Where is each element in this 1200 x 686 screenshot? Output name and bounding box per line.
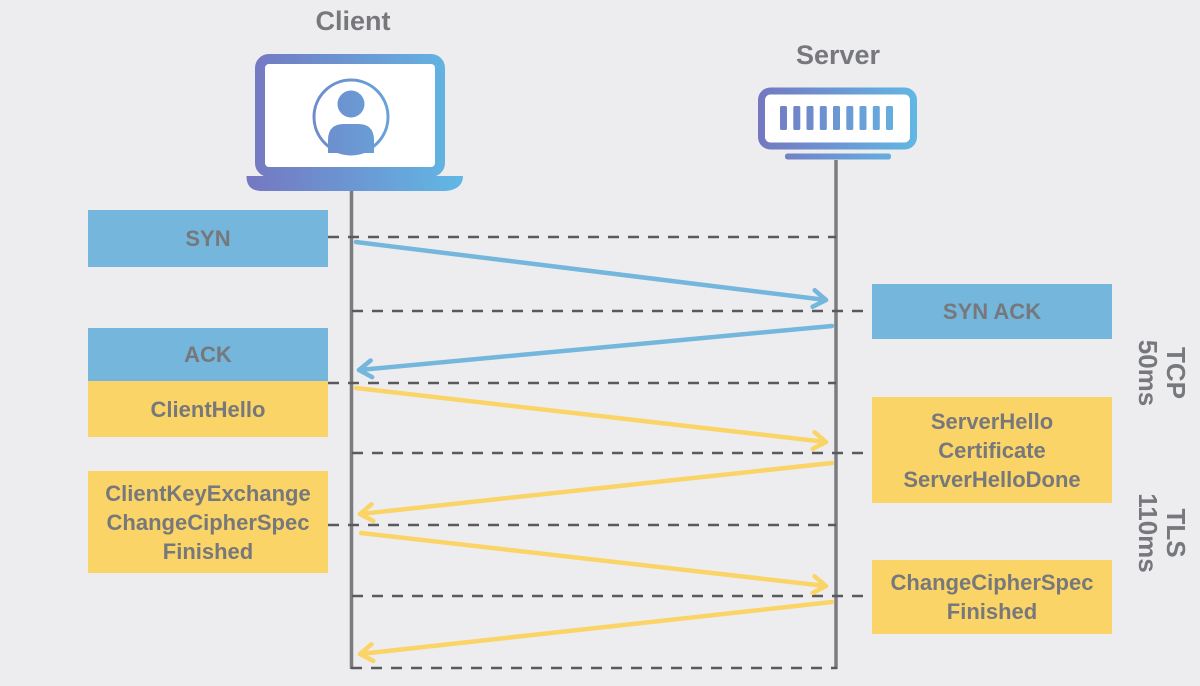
message-label: ACK (184, 342, 232, 367)
arrowhead-icon (810, 574, 829, 596)
message-box-syn-ack: SYN ACK (872, 284, 1112, 339)
message-label: ChangeCipherSpec (106, 509, 310, 535)
user-avatar-ring (312, 78, 390, 156)
lifelines (349, 160, 838, 669)
message-label: Finished (162, 538, 254, 564)
message-label: ClientHello (150, 396, 266, 422)
user-avatar-head (337, 90, 365, 118)
arrowhead-icon (357, 502, 376, 524)
message-label: ClientKeyExchange (105, 480, 311, 506)
message-box-change-cipher-spec: ChangeCipherSpec Finished (872, 560, 1112, 634)
server-base-bar (785, 153, 891, 160)
client-hello-arrow (353, 385, 829, 452)
message-label: Certificate (938, 437, 1046, 463)
syn-arrow (353, 239, 829, 310)
message-box-syn: SYN (88, 210, 328, 267)
message-label: ChangeCipherSpec (890, 570, 1094, 595)
client-laptop-icon (246, 54, 463, 191)
message-box-client-hello: ClientHello (88, 381, 328, 437)
arrowhead-icon (356, 358, 375, 380)
arrowhead-icon (810, 430, 829, 452)
arrowhead-icon (810, 287, 829, 310)
server-slots (780, 106, 893, 130)
message-box-server-hello: ServerHello Certificate ServerHelloDone (872, 397, 1112, 503)
message-box-ack: ACK (88, 328, 328, 381)
server-hello-arrow (357, 460, 835, 524)
user-avatar-body (328, 124, 374, 153)
phase-duration: 50ms (1133, 339, 1163, 407)
server-label: Server (795, 40, 881, 70)
client-key-exchange-arrow (358, 530, 829, 596)
message-arrows (353, 239, 835, 664)
phase-name: TLS (1161, 508, 1191, 558)
arrowhead-icon (357, 642, 376, 664)
client-label: Client (315, 6, 391, 36)
timeline-dashes (328, 235, 872, 670)
phase-duration: 110ms (1133, 493, 1163, 573)
message-label: Finished (946, 599, 1038, 624)
message-label: SYN ACK (942, 299, 1042, 324)
phase-label-tls: TLS 110ms (1133, 493, 1191, 573)
phase-name: TCP (1161, 347, 1191, 399)
syn-ack-arrow (356, 323, 835, 380)
message-label: ServerHelloDone (903, 466, 1081, 492)
server-icon (758, 87, 917, 160)
message-box-client-key-exchange: ClientKeyExchange ChangeCipherSpec Finis… (88, 471, 328, 573)
message-label: ServerHello (930, 408, 1054, 434)
laptop-base (246, 176, 463, 191)
phase-label-tcp: TCP 50ms (1133, 339, 1191, 407)
change-cipher-spec-arrow (357, 599, 835, 664)
message-label: SYN (185, 226, 231, 251)
